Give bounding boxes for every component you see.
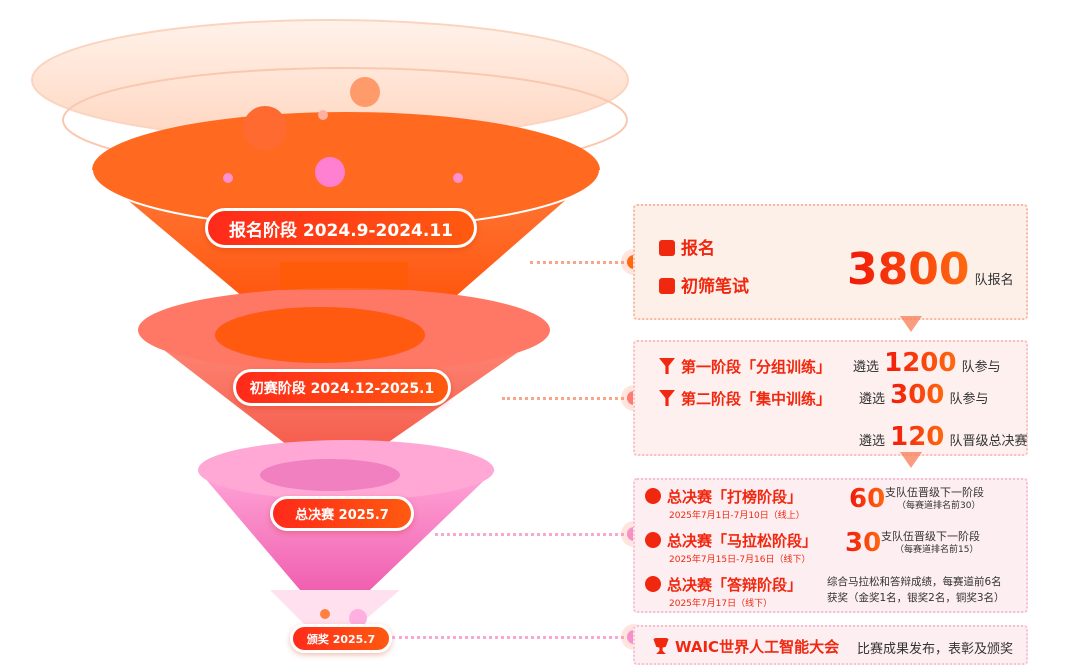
final-row-title: 总决赛「打榜阶段」 <box>667 488 803 506</box>
screening-exam-label: 初筛笔试 <box>681 277 749 297</box>
phase1-label: 第一阶段「分组训练」 <box>681 358 832 376</box>
phase2-label: 第二阶段「集中训练」 <box>681 390 832 408</box>
preliminary-box: 第一阶段「分组训练」 遴选 1200 队参与 第二阶段「集中训练」 遴选 300… <box>633 340 1028 456</box>
phase1-suffix: 队参与 <box>961 360 1001 375</box>
round2-text: 支队伍晋级下一阶段 <box>881 530 980 543</box>
round1-text: 支队伍晋级下一阶段 <box>885 486 984 499</box>
final-row-date: 2025年7月17日（线下） <box>669 599 773 609</box>
award-text: 比赛成果发布，表彰及颁奖 <box>857 642 1014 657</box>
connector-3 <box>435 533 630 536</box>
notebook-icon <box>659 278 675 294</box>
stage-pill-preliminary: 初赛阶段 2024.12-2025.1 <box>233 369 451 406</box>
registration-count: 3800 <box>847 244 970 295</box>
flow-arrow <box>900 316 922 332</box>
registration-count-suffix: 队报名 <box>974 273 1014 288</box>
stage-pill-award: 颁奖 2025.7 <box>290 624 392 653</box>
round3-line1: 综合马拉松和答辩成绩，每赛道前6名 <box>827 576 1002 588</box>
final-row-date: 2025年7月1日-7月10日（线上） <box>669 511 805 521</box>
award-title: WAIC世界人工智能大会 <box>675 638 840 656</box>
final-count: 120 <box>890 422 945 452</box>
registration-label: 报名 <box>681 239 715 259</box>
award-ribbon-icon <box>645 576 661 592</box>
final-row-title: 总决赛「马拉松阶段」 <box>667 532 818 550</box>
round1-count: 60 <box>849 484 886 514</box>
filter-icon <box>659 390 675 406</box>
final-row-title: 总决赛「答辩阶段」 <box>667 576 803 594</box>
flow-arrow <box>900 452 922 468</box>
stage-pill-final: 总决赛 2025.7 <box>270 496 414 531</box>
round2-note: （每赛道排名前15） <box>895 545 979 555</box>
round1-note: （每赛道排名前30） <box>897 501 981 511</box>
funnel-graphic <box>31 19 629 650</box>
phase2-suffix: 队参与 <box>949 392 989 407</box>
filter-icon <box>659 358 675 374</box>
funnel-stage-4 <box>270 590 400 650</box>
trophy-icon <box>653 638 669 654</box>
connector-4 <box>392 636 630 639</box>
phase1-prefix: 遴选 <box>853 360 880 375</box>
final-box: 总决赛「打榜阶段」 2025年7月1日-7月10日（线上） 总决赛「马拉松阶段」… <box>633 478 1028 613</box>
phase1-count: 1200 <box>884 348 957 378</box>
edit-form-icon <box>659 240 675 256</box>
stage-pill-registration: 报名阶段 2024.9-2024.11 <box>205 208 477 248</box>
registration-box: 报名 初筛笔试 3800 队报名 <box>633 204 1028 320</box>
award-ribbon-icon <box>645 532 661 548</box>
phase2-count: 300 <box>890 380 945 410</box>
connector-1 <box>530 261 630 264</box>
final-row-date: 2025年7月15日-7月16日（线下） <box>669 555 811 565</box>
final-prefix: 遴选 <box>859 434 886 449</box>
round2-count: 30 <box>845 528 882 558</box>
connector-2 <box>502 397 630 400</box>
phase2-prefix: 遴选 <box>859 392 886 407</box>
award-box: WAIC世界人工智能大会 比赛成果发布，表彰及颁奖 <box>633 625 1028 665</box>
award-ribbon-icon <box>645 488 661 504</box>
final-suffix: 队晋级总决赛 <box>949 434 1028 449</box>
round3-line2: 获奖（金奖1名，银奖2名，铜奖3名） <box>827 592 1005 604</box>
